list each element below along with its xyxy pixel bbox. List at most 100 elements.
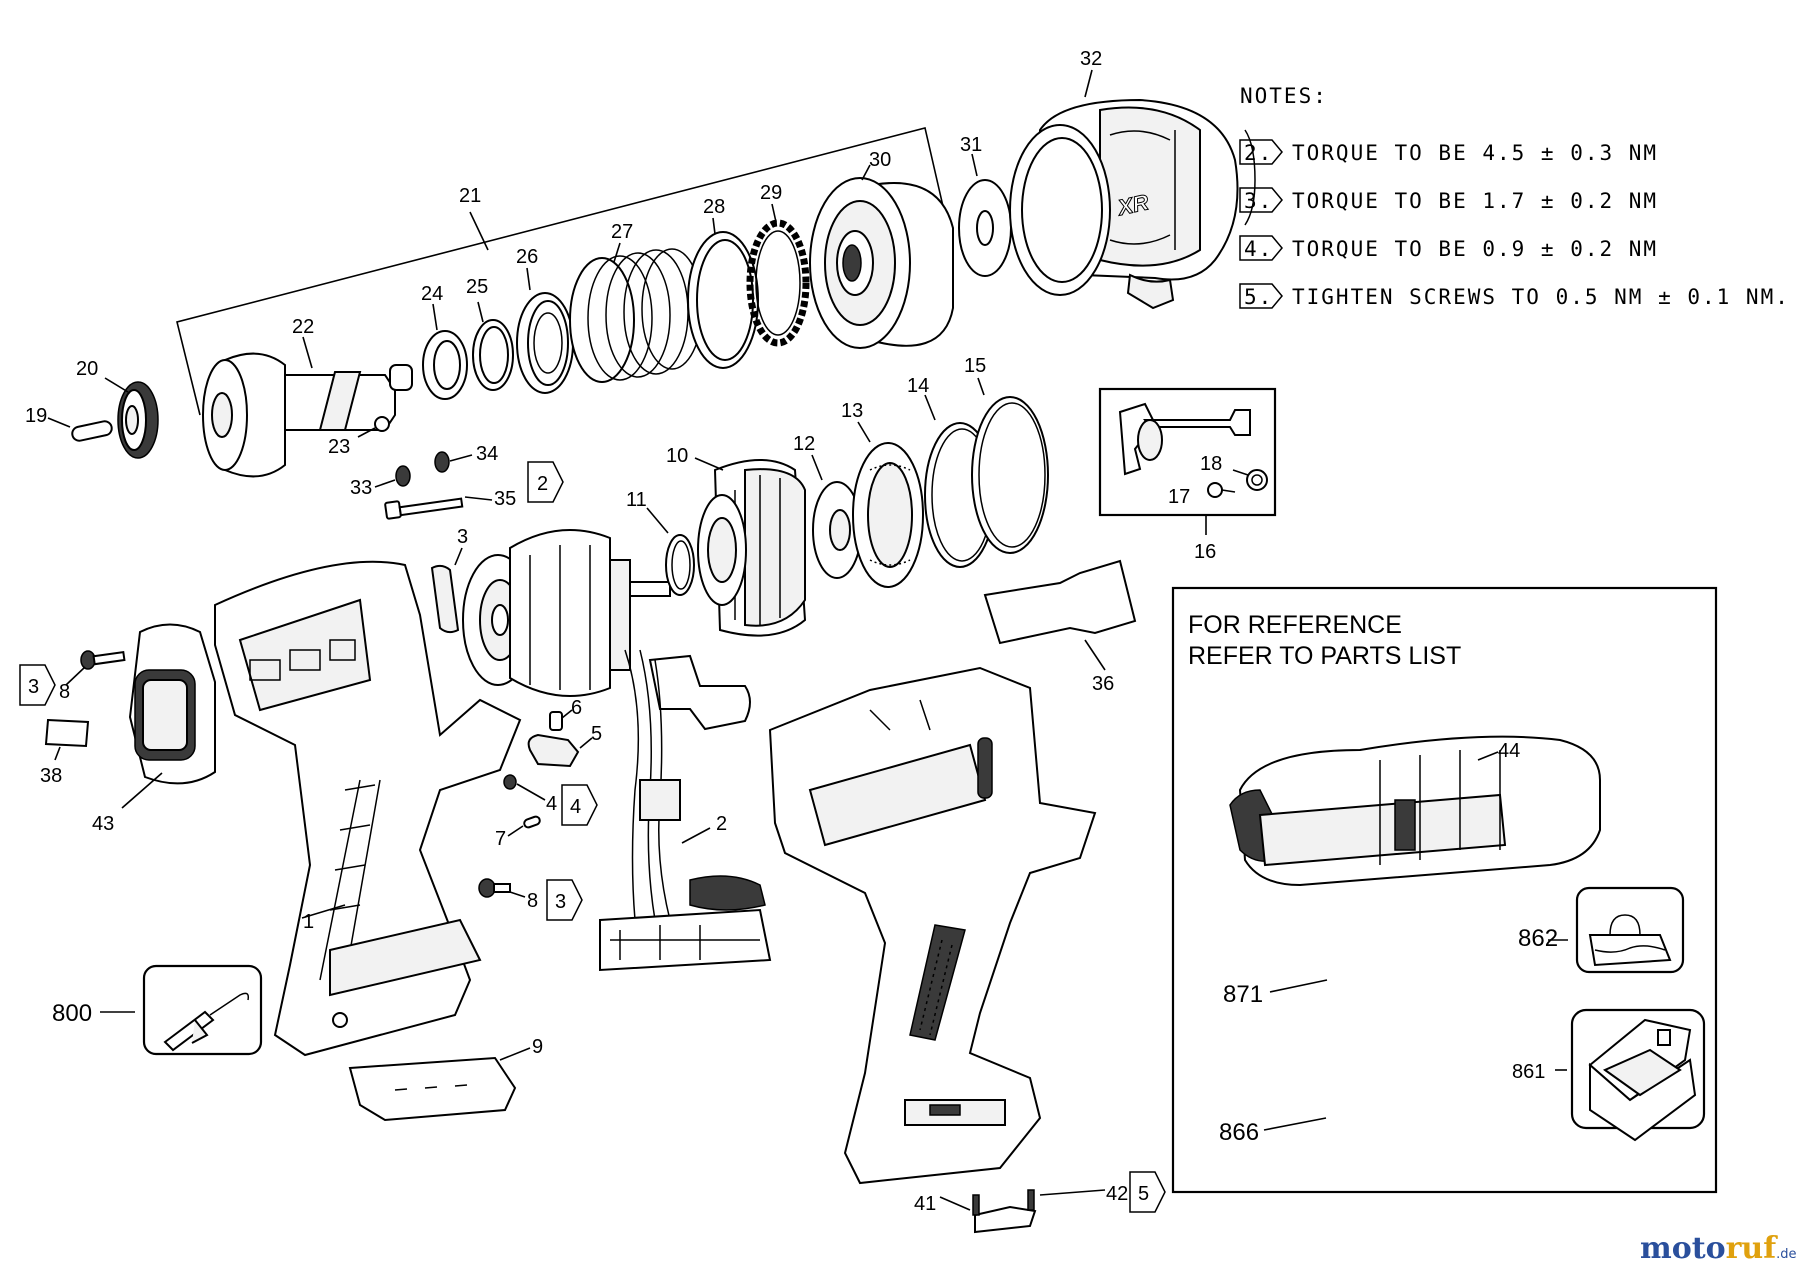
bare-tool-44: 44 [1229,735,1601,887]
part-label-28: 28 [703,196,725,218]
part-label-43: 43 [92,813,114,835]
part-label-16: 16 [1194,541,1216,563]
ring-26: 26 [516,246,574,394]
note-text: TIGHTEN SCREWS TO 0.5 NM ± 0.1 NM. [1292,285,1790,309]
part-label-35: 35 [494,488,516,510]
notes-block: NOTES: 2. TORQUE TO BE 4.5 ± 0.3 NM 3. T… [1239,84,1790,309]
part-label-861: 861 [1512,1061,1545,1083]
switch-6: 6 [549,697,582,731]
oring-11: 11 [626,489,695,596]
hammer-30: 30 [809,149,954,349]
bag-862: 862 [1518,886,1685,974]
part-label-8-mid: 8 [527,890,538,912]
nut-33: 33 [350,465,411,499]
screw-4: 4 [503,774,557,815]
note-num: 4. [1244,237,1273,261]
motor-assembly [462,529,671,697]
housing-right [768,666,1097,1185]
part-label-3: 3 [457,526,468,548]
gear-20: 20 [76,358,159,459]
part-label-22: 22 [292,316,314,338]
part-label-27: 27 [611,221,633,243]
assembly-bracket-21: 21 [176,127,946,416]
shim-3: 3 [430,526,468,634]
screw-8-left: 8 [59,650,126,703]
part-label-34: 34 [476,443,498,465]
pin-7: 7 [495,815,541,850]
note-text: TORQUE TO BE 0.9 ± 0.2 NM [1292,237,1658,261]
lamp-5: 5 [527,723,602,768]
part-label-14: 14 [907,375,929,397]
anvil-kit-16: 17 18 16 [1098,387,1277,563]
part-label-41: 41 [914,1193,936,1215]
nut-34: 34 [434,443,498,473]
watermark-part2: ruf [1726,1231,1779,1266]
part-label-36: 36 [1092,673,1114,695]
svg-text:motoruf.de: motoruf.de [1640,1231,1797,1266]
clip-9: 9 [348,1036,543,1122]
note-item-5: 5. TIGHTEN SCREWS TO 0.5 NM ± 0.1 NM. [1239,283,1790,309]
item-871: 871 [1223,979,1328,1008]
housing-left-1: 1 [214,560,522,1057]
clip-41: 41 42 [914,1183,1128,1234]
note-text: TORQUE TO BE 4.5 ± 0.3 NM [1292,141,1658,165]
grease-800: 800 [52,964,263,1056]
part-label-30: 30 [869,149,891,171]
watermark: motoruf.de [1640,1231,1797,1266]
part-label-15: 15 [964,355,986,377]
part-label-13: 13 [841,400,863,422]
part-label-800: 800 [52,1000,92,1027]
part-label-24: 24 [421,283,443,305]
label-36: 36 [983,559,1137,695]
bearing-12: 12 [793,433,862,579]
housing-10: 10 [666,445,807,637]
part-label-17: 17 [1168,486,1190,508]
tag-2-label: 2 [537,473,548,495]
callout-tag-3-mid: 3 [546,879,583,921]
screw-8-mid: 8 [478,878,538,912]
pin-19: 19 [25,405,113,442]
tag-5-label: 5 [1138,1183,1149,1205]
item-866: 866 [1219,1117,1327,1146]
note-num: 3. [1244,189,1273,213]
part-label-20: 20 [76,358,98,380]
part-label-18: 18 [1200,453,1222,475]
part-label-19: 19 [25,405,47,427]
part-label-42: 42 [1106,1183,1128,1205]
reference-line-2: REFER TO PARTS LIST [1188,642,1461,670]
watermark-part1: moto [1640,1231,1726,1266]
anvil-carrier-22: 22 [202,316,413,478]
part-label-25: 25 [466,276,488,298]
part-label-12: 12 [793,433,815,455]
part-label-33: 33 [350,477,372,499]
part-label-5-left: 5 [591,723,602,745]
washer-24: 24 [421,283,468,400]
switch-assembly-2: 2 [599,649,772,972]
ring-28: 28 [687,196,759,369]
screw-35: 35 [384,488,516,520]
part-label-26: 26 [516,246,538,268]
case-861: 861 [1512,1008,1706,1142]
part-label-31: 31 [960,134,982,156]
part-label-38: 38 [40,765,62,787]
note-item-2: 2. TORQUE TO BE 4.5 ± 0.3 NM [1239,139,1658,165]
callout-tag-5: 5 [1129,1171,1166,1213]
part-label-6: 6 [571,697,582,719]
part-label-11: 11 [626,489,647,511]
part-label-29: 29 [760,182,782,204]
part-label-9: 9 [532,1036,543,1058]
part-label-2: 2 [716,813,727,835]
part-label-8-left: 8 [59,681,70,703]
callout-tag-4: 4 [561,784,598,826]
part-label-4: 4 [546,793,557,815]
ring-25: 25 [466,276,514,391]
note-item-4: 4. TORQUE TO BE 0.9 ± 0.2 NM [1239,235,1658,261]
part-label-866: 866 [1219,1119,1259,1146]
notes-title: NOTES: [1240,84,1328,108]
part-label-21: 21 [459,185,481,207]
spring-27: 27 [569,221,703,383]
part-label-862: 862 [1518,925,1558,952]
part-label-32: 32 [1080,48,1102,70]
label-38: 38 [40,718,90,787]
